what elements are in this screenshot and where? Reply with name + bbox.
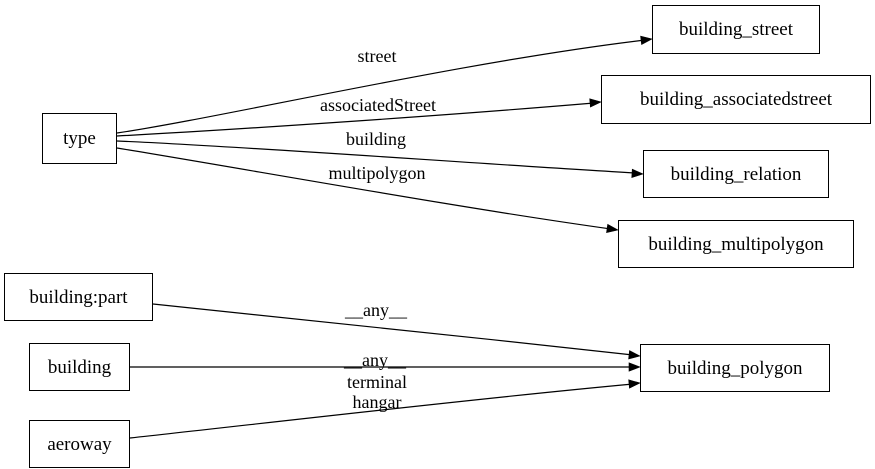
node-building[interactable]: building <box>29 343 130 391</box>
edge-label-multipolygon: multipolygon <box>328 162 426 183</box>
edge-label-associatedstreet: associatedStreet <box>320 94 436 115</box>
edge-label-building: building <box>345 128 407 149</box>
node-label: aeroway <box>47 433 112 455</box>
node-label: building <box>47 356 112 378</box>
edge-arrowhead <box>628 362 641 372</box>
edge-label-terminal-hangar: terminal hangar <box>347 371 407 412</box>
node-building-part[interactable]: building:part <box>4 273 153 321</box>
edge-arrowhead <box>631 168 644 178</box>
node-aeroway[interactable]: aeroway <box>29 420 130 468</box>
node-label: building_multipolygon <box>648 233 824 255</box>
node-type[interactable]: type <box>42 113 117 164</box>
edge-arrowhead <box>589 98 602 108</box>
node-label: building:part <box>29 286 128 308</box>
edge-arrowhead <box>640 35 653 45</box>
edge-label-street: street <box>357 45 397 66</box>
node-label: building_associatedstreet <box>639 89 833 110</box>
node-label: building_street <box>679 19 793 40</box>
edge-arrowhead <box>606 223 619 234</box>
node-label: building_polygon <box>667 357 803 379</box>
node-building-street[interactable]: building_street <box>652 5 820 54</box>
edge-line <box>116 140 637 174</box>
node-building-polygon[interactable]: building_polygon <box>640 344 830 392</box>
edge-label-any-building: __any__ <box>344 349 406 370</box>
edge-line <box>129 383 634 439</box>
edge-arrowhead <box>628 350 641 360</box>
edge-label-any-part: __any__ <box>345 299 407 320</box>
node-building-multipolygon[interactable]: building_multipolygon <box>618 220 854 268</box>
edge-line <box>116 39 646 134</box>
edge-arrowhead <box>628 379 641 389</box>
node-building-relation[interactable]: building_relation <box>643 150 829 198</box>
node-building-associatedstreet[interactable]: building_associatedstreet <box>601 75 871 124</box>
node-label: building_relation <box>670 163 802 185</box>
edge-line <box>152 303 634 356</box>
edge-line <box>116 102 595 137</box>
node-label: type <box>63 128 96 149</box>
edge-line <box>116 147 612 230</box>
